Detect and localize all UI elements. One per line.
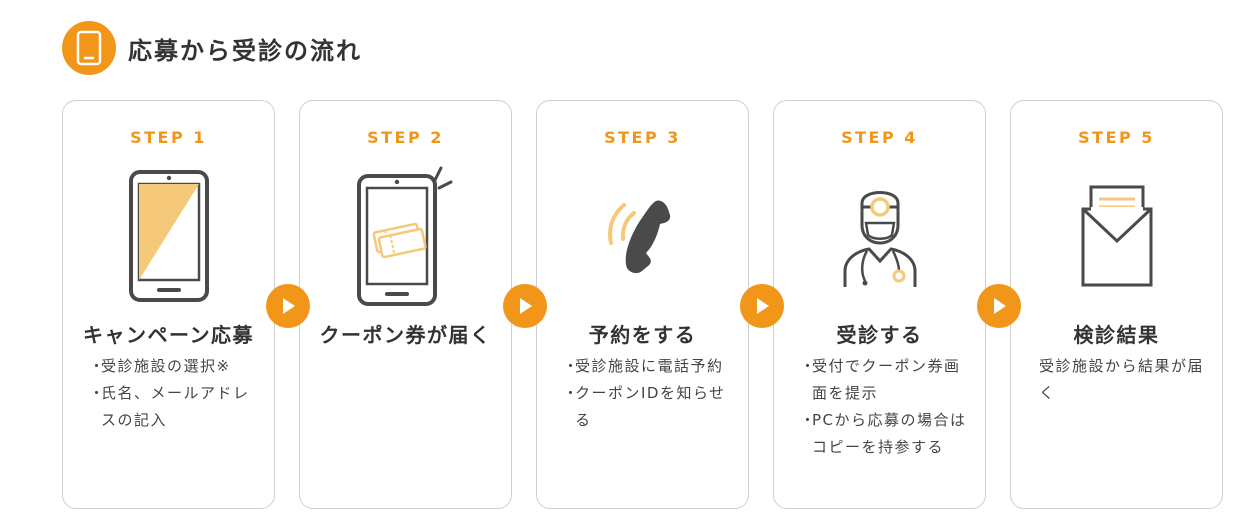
- step-title: 検診結果: [1073, 323, 1160, 347]
- step-title: キャンペーン応募: [83, 323, 254, 347]
- step-label: STEP 5: [1078, 128, 1155, 147]
- step-card-4: STEP 4 受診する ・受付でクーポン券画面を提示: [773, 100, 986, 509]
- list-item: ・受診施設の選択※: [89, 357, 231, 375]
- list-item: ・クーポンIDを知らせる: [563, 384, 726, 429]
- play-arrow-icon: [266, 284, 310, 328]
- step-label: STEP 3: [604, 128, 681, 147]
- envelope-document-icon: [1011, 161, 1222, 311]
- list-item: ・PCから応募の場合はコピーを持参する: [800, 411, 967, 456]
- doctor-icon: [774, 161, 985, 311]
- step-description: ・受診施設の選択※ ・氏名、メールアドレスの記入: [89, 353, 260, 434]
- step-card-2: STEP 2 クーポン券が届く: [299, 100, 512, 509]
- step-label: STEP 4: [841, 128, 918, 147]
- step-label: STEP 1: [130, 128, 207, 147]
- step-title: 予約をする: [588, 323, 697, 347]
- smartphone-icon: [62, 21, 116, 75]
- step-description: ・受付でクーポン券画面を提示 ・PCから応募の場合はコピーを持参する: [800, 353, 971, 461]
- step-title: クーポン券が届く: [319, 323, 492, 347]
- smartphone-ticket-icon: [300, 161, 511, 311]
- list-item: ・氏名、メールアドレスの記入: [89, 384, 250, 429]
- play-arrow-icon: [503, 284, 547, 328]
- step-label: STEP 2: [367, 128, 444, 147]
- play-arrow-icon: [740, 284, 784, 328]
- smartphone-icon: [63, 161, 274, 311]
- step-card-1: STEP 1 キャンペーン応募 ・受診施設の選択※ ・氏名、メールアドレスの記入: [62, 100, 275, 509]
- step-title: 受診する: [836, 323, 923, 347]
- section-header: 応募から受診の流れ: [62, 20, 362, 76]
- step-card-3: STEP 3 予約をする ・受診施設に電話予約 ・クーポンIDを知らせる: [536, 100, 749, 509]
- step-description: ・受診施設に電話予約 ・クーポンIDを知らせる: [563, 353, 734, 434]
- step-card-5: STEP 5 検診結果 受診施設から結果が届く: [1010, 100, 1223, 509]
- step-description: 受診施設から結果が届く: [1037, 353, 1208, 407]
- list-item: ・受付でクーポン券画面を提示: [800, 357, 961, 402]
- play-arrow-icon: [977, 284, 1021, 328]
- list-item: ・受診施設に電話予約: [563, 357, 724, 375]
- step-text: 受診施設から結果が届く: [1039, 357, 1205, 402]
- page-title: 応募から受診の流れ: [128, 36, 362, 65]
- phone-call-icon: [537, 161, 748, 311]
